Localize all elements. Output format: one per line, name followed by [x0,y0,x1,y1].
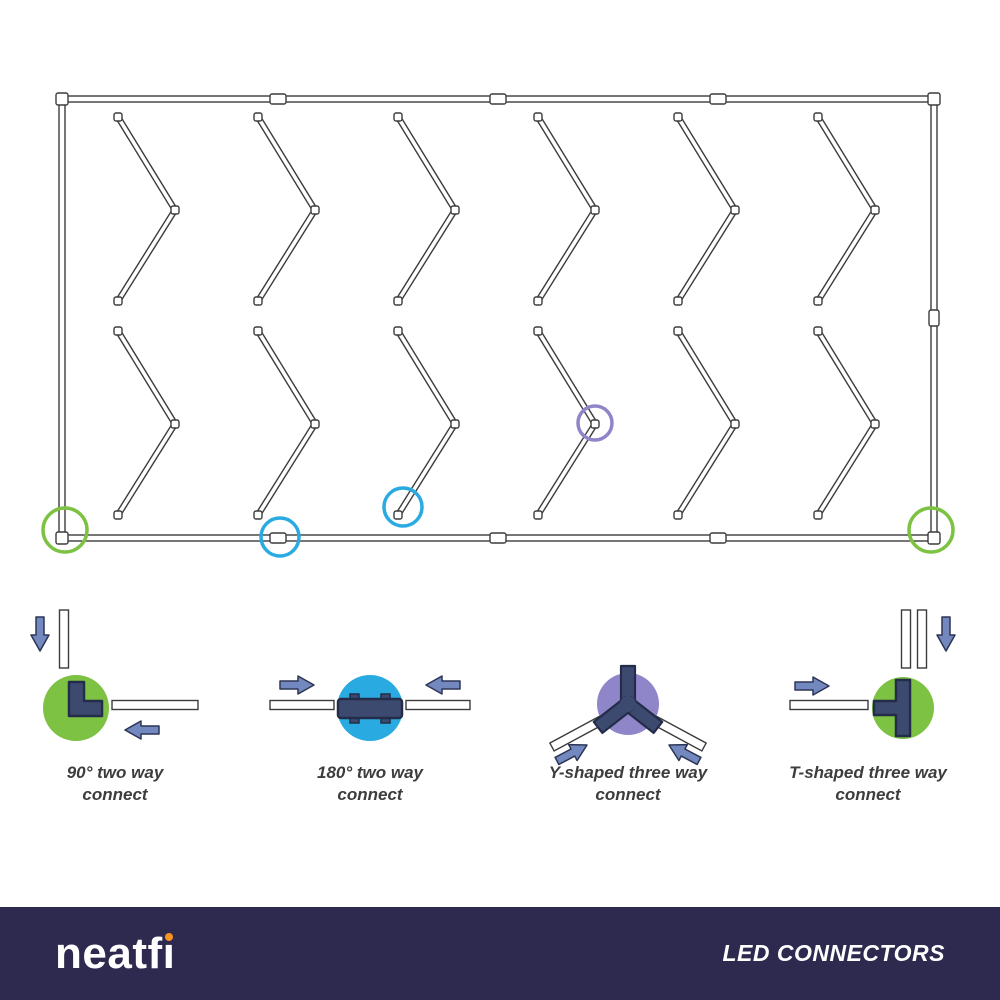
direction-arrow-icon [554,743,588,766]
logo-i-char: ı [162,928,176,978]
connector-legend-icons [30,609,956,766]
direction-arrow-icon [124,720,160,740]
label-line1: 90° two way [66,763,164,782]
direction-arrow-icon [668,743,702,766]
connector-label-t: T-shaped three way connect [758,762,978,806]
connector-y-three-way-icon [548,664,708,766]
y-connector-icon [592,664,664,735]
logo-i-dot [164,932,173,941]
led-frame-diagram [41,92,955,558]
footer-title: LED CONNECTORS [722,940,945,966]
label-line1: 180° two way [316,763,423,782]
direction-arrow-icon [30,616,50,652]
label-line2: connect [82,785,148,804]
label-line1: T-shaped three way [789,763,947,782]
highlight-circle-180-segment [382,486,424,528]
highlight-circle-180-edge [259,516,301,558]
connector-label-90: 90° two way connect [5,762,225,806]
highlight-circle-t-corner [907,506,955,554]
direction-arrow-icon [794,676,830,696]
logo-letter-i: ı [162,928,176,978]
connector-180-two-way-icon [269,675,471,741]
t-connector-icon [872,678,912,738]
highlight-circle-y-apex [576,404,614,442]
logo-text-main: neatf [55,928,163,978]
direction-arrow-icon [425,675,461,695]
label-line2: connect [595,785,661,804]
highlight-circle-90-corner [41,506,89,554]
label-line2: connect [835,785,901,804]
direction-arrow-icon [936,616,956,652]
connector-label-y: Y-shaped three way connect [518,762,738,806]
connector-90-two-way-icon [30,609,199,741]
label-line1: Y-shaped three way [548,763,708,782]
connector-label-180: 180° two way connect [260,762,480,806]
direction-arrow-icon [279,675,315,695]
elbow-connector-icon [67,680,104,718]
label-line2: connect [337,785,403,804]
connector-t-three-way-icon [789,609,956,739]
straight-connector-icon [336,693,404,724]
